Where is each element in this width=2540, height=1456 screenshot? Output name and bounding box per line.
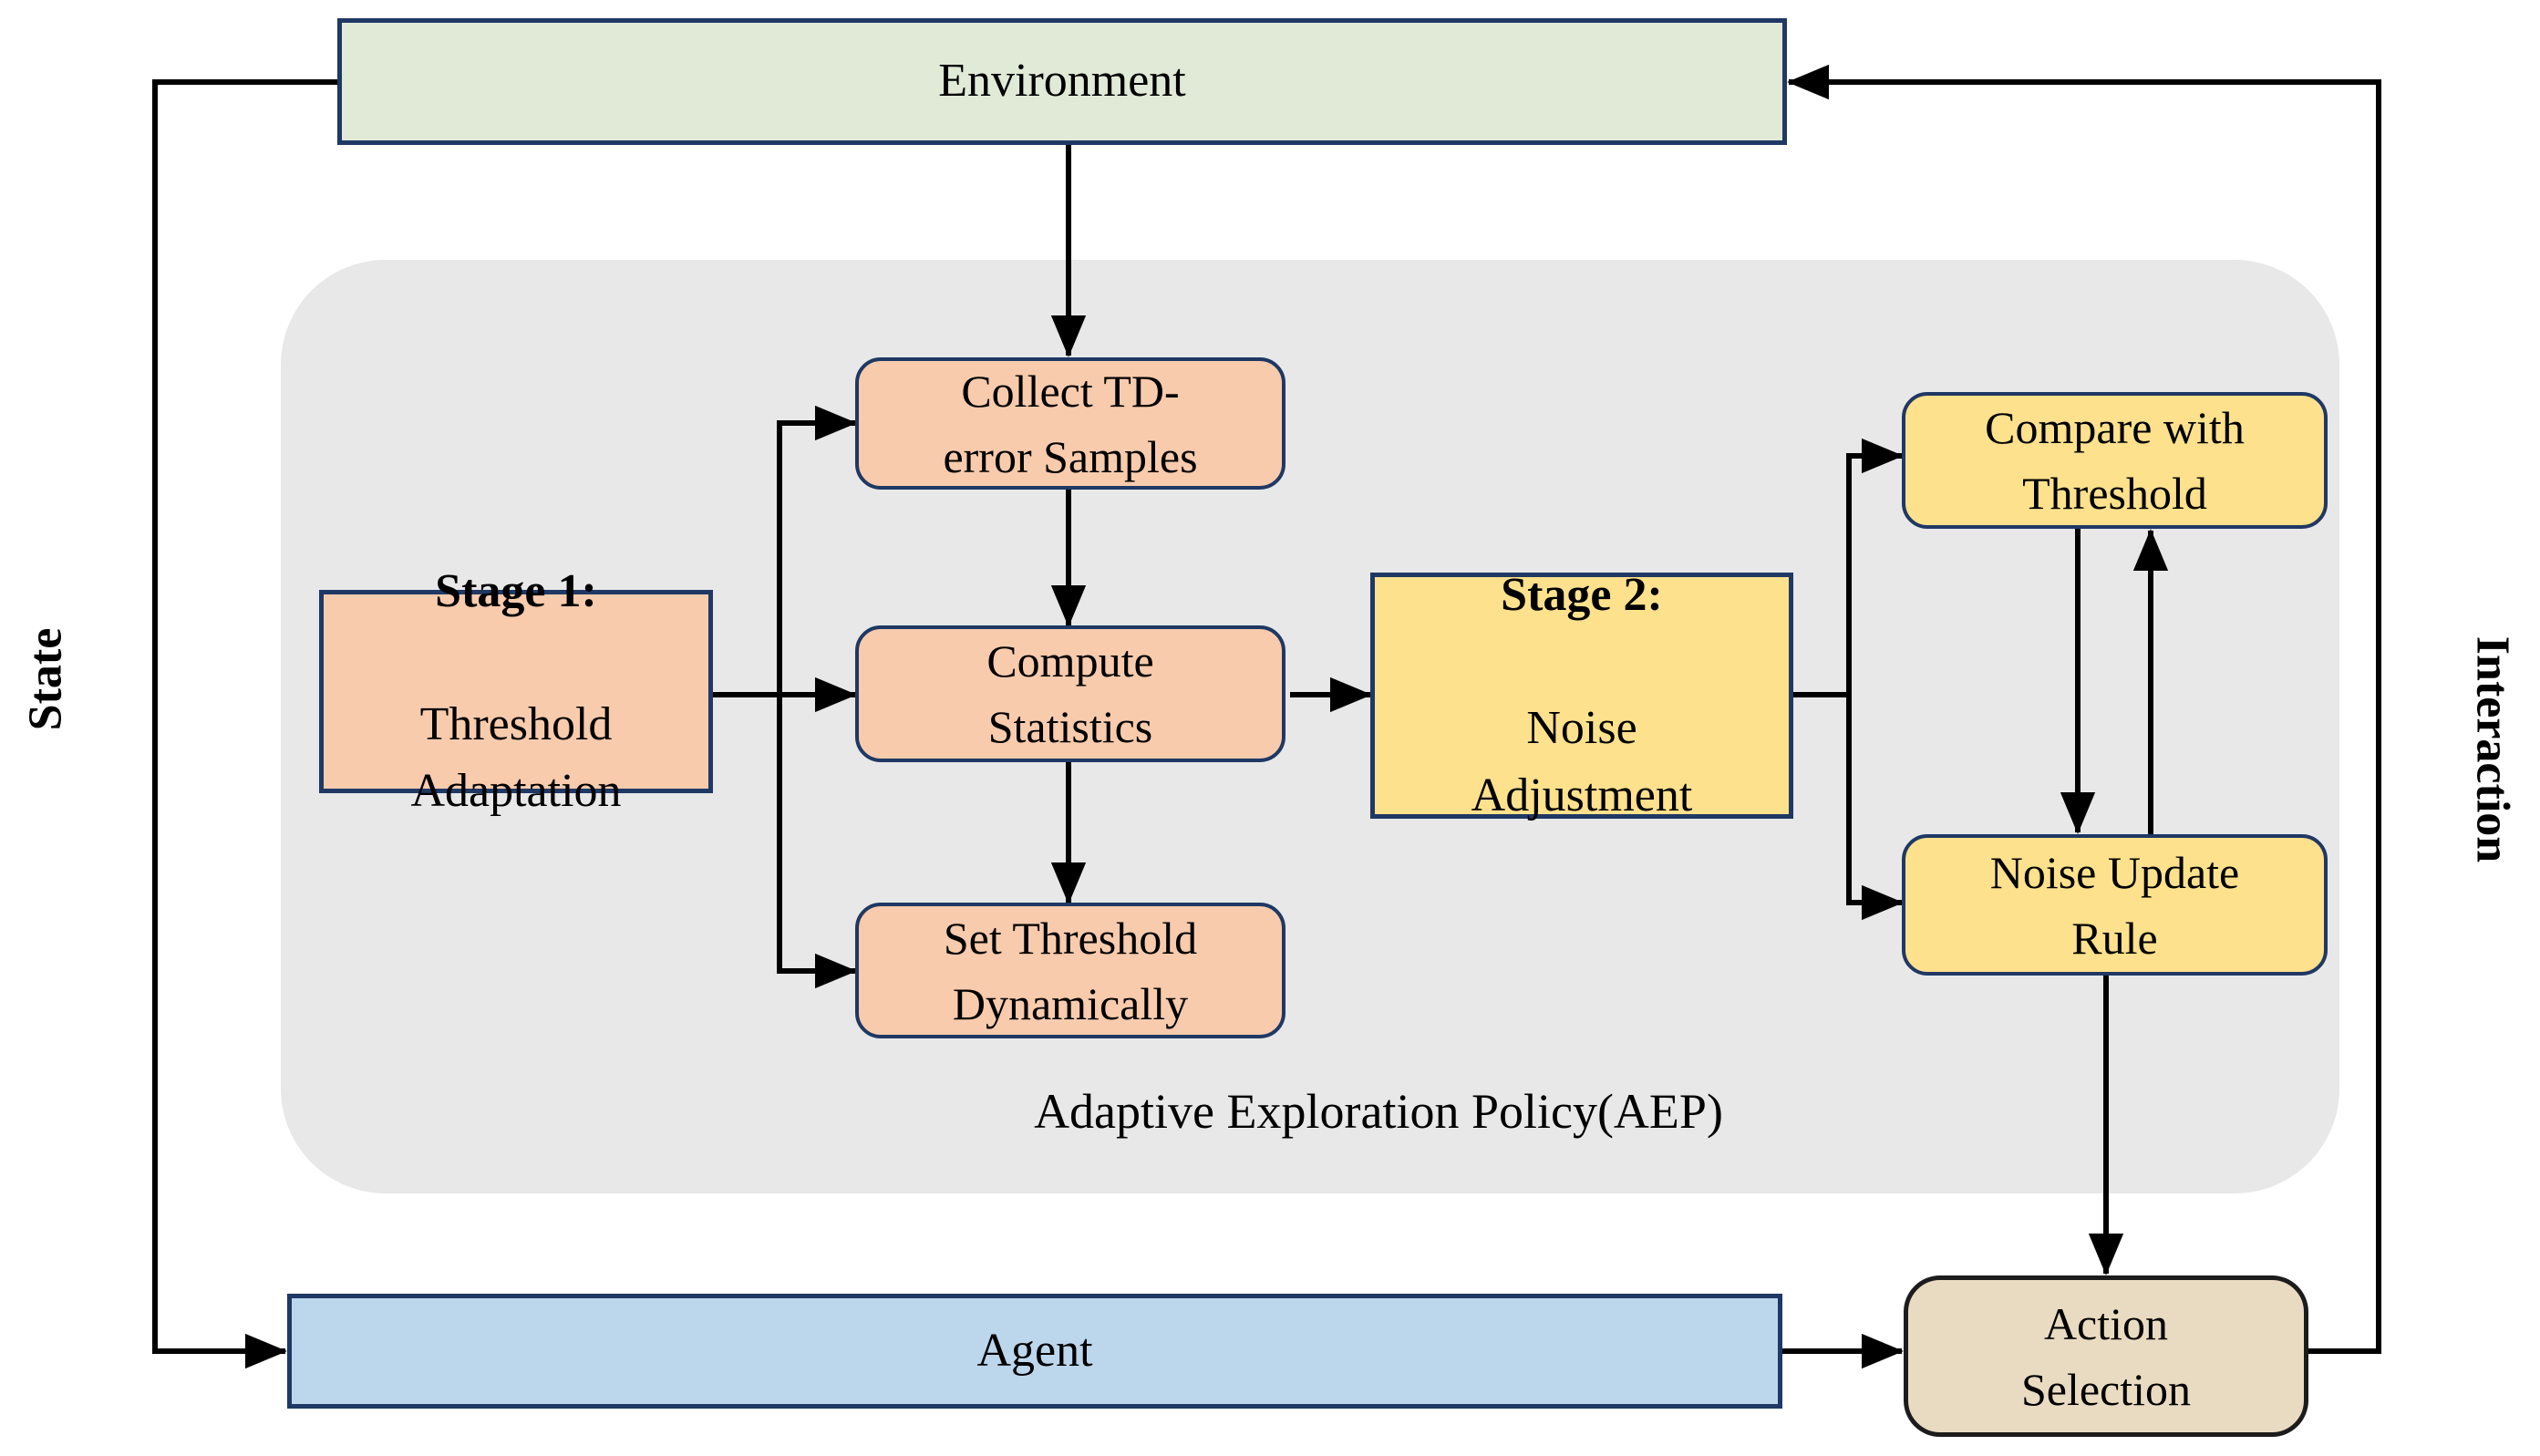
interaction-label: Interaction [2466, 635, 2519, 863]
node-agent: Agent [287, 1294, 1782, 1409]
arrow-stage2-branch-to-noise-update [1846, 695, 1904, 921]
node-environment: Environment [337, 18, 1787, 145]
stage2-subtitle: Noise Adjustment [1471, 702, 1693, 821]
arrow-stage1-branch-to-collect [777, 405, 857, 695]
node-set-threshold-dynamically: Set Threshold Dynamically [855, 903, 1285, 1038]
arrow-stage2-branch-to-compare [1846, 438, 1904, 695]
arrow-interaction-loop-action-to-environment [1787, 64, 2381, 1354]
arrow-state-loop-environment-to-agent [152, 79, 337, 1369]
arrow-stage1-branch-to-set-threshold [777, 695, 857, 989]
node-compute-statistics: Compute Statistics [855, 625, 1285, 762]
node-action-selection: Action Selection [1904, 1275, 2308, 1437]
stage1-subtitle: Threshold Adaptation [410, 697, 622, 818]
node-collect-td-error-samples: Collect TD- error Samples [855, 357, 1285, 490]
node-stage1-threshold-adaptation: Stage 1: Threshold Adaptation [319, 565, 713, 817]
aep-container-label: Adaptive Exploration Policy(AEP) [1034, 1084, 1723, 1139]
node-stage2-noise-adjustment: Stage 2: Noise Adjustment [1370, 569, 1793, 821]
node-compare-with-threshold: Compare with Threshold [1902, 392, 2328, 529]
stage2-title: Stage 2: [1501, 569, 1663, 622]
stage1-title: Stage 1: [435, 564, 597, 617]
state-label: State [19, 627, 72, 731]
node-noise-update-rule: Noise Update Rule [1902, 834, 2328, 976]
